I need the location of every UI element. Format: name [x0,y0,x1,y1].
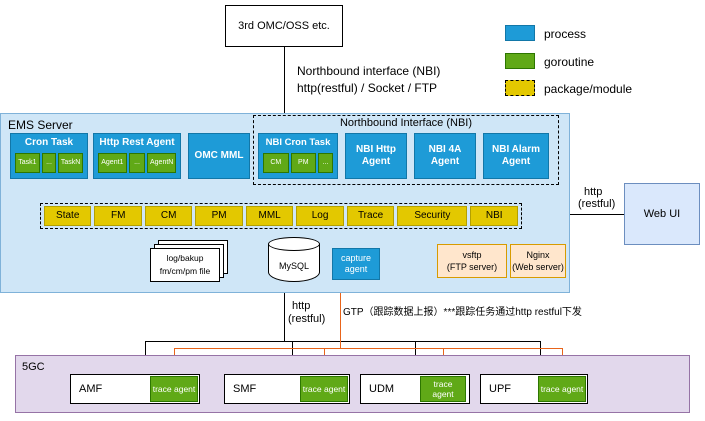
nbi-alarm-agent-label: NBI Alarm Agent [492,143,540,168]
nbi-http-agent-box: NBI Http Agent [345,133,407,179]
vsftp-label-line2: (FTP server) [446,262,498,273]
connector-ems-5gc-main [284,293,285,341]
mysql-label: MySQL [278,261,309,271]
trace-line-horizontal [174,348,562,349]
goroutine-nbi-ellipsis: ... [318,153,333,173]
package-pm: PM [195,206,243,226]
vsftp-label-line1: vsftp [462,250,482,260]
nbi-4a-agent-box: NBI 4A Agent [414,133,476,179]
goroutine-agentN: AgentN [147,153,177,173]
goroutine-pm: PM [290,153,317,173]
omc-oss-label: 3rd OMC/OSS etc. [238,20,330,32]
trace-agent-amf: trace agent [150,376,198,402]
nbi-4a-agent-label: NBI 4A Agent [428,143,462,168]
package-security: Security [397,206,468,226]
legend-package-swatch [505,80,535,96]
trace-agent-amf-label: trace agent [152,383,196,394]
nbi-cron-task-goroutines: CM PM ... [263,153,333,173]
goroutine-agent1: Agent1 [98,153,127,173]
capture-agent-label: capture agent [340,252,372,274]
nbi-module-box [253,115,559,185]
legend-process-swatch [505,25,535,41]
trace-agent-smf-label: trace agent [302,383,346,394]
middle-http-label: http [292,300,311,312]
nbi-alarm-agent-box: NBI Alarm Agent [483,133,549,179]
vsftp-server-box: vsftp (FTP server) [437,244,507,278]
file-label-line2: fm/cm/pm file [159,265,211,276]
ems-server-title: EMS Server [8,118,73,132]
nbi-http-agent-label: NBI Http Agent [356,143,396,168]
trace-agent-udm: trace agent [420,376,466,402]
trace-agent-udm-label: trace agent [432,378,454,399]
legend-goroutine-swatch [505,53,535,69]
mysql-cylinder-top [268,237,320,251]
right-restful-label: (restful) [578,198,616,210]
omc-oss-box: 3rd OMC/OSS etc. [225,5,343,47]
nbi-cron-task-box: NBI Cron Task CM PM ... [258,133,338,179]
package-log: Log [296,206,344,226]
package-state: State [44,206,92,226]
cron-task-goroutines: Task1 ... TaskN [15,153,84,173]
nf-udm-label: UDM [369,383,395,395]
nf-amf-label: AMF [79,383,103,395]
cron-task-title: Cron Task [24,137,74,148]
capture-agent-box: capture agent [332,248,380,280]
right-http-label: http [584,186,603,198]
web-ui-box: Web UI [624,183,700,245]
nbi-module-title: Northbound Interface (NBI) [339,117,473,129]
package-cm: CM [144,206,193,226]
goroutine-task-ellipsis: ... [41,153,57,173]
mysql-cylinder-body [268,244,320,282]
goroutine-agent-ellipsis: ... [128,153,146,173]
nginx-label-line1: Nginx [526,250,550,260]
legend-process-label: process [544,27,587,41]
trace-line-to-capture [340,286,341,349]
connector-5gc-branch [145,341,541,342]
package-trace: Trace [346,206,395,226]
omc-mml-label: OMC MML [194,149,244,161]
middle-restful-label: (restful) [288,313,326,325]
package-module-bar: State FM CM PM MML Log Trace Security NB… [40,203,522,229]
omc-mml-box: OMC MML [188,133,250,179]
connector-ems-webui [570,214,624,215]
nf-upf-label: UPF [489,383,511,395]
fivegc-title: 5GC [22,361,45,373]
trace-agent-upf: trace agent [538,376,586,402]
northbound-interface-label: Northbound interface (NBI) [297,64,441,78]
file-sheet-front: log/bakup fm/cm/pm file [150,248,220,282]
nbi-cron-task-title: NBI Cron Task [265,137,331,148]
package-nbi: NBI [470,206,518,226]
http-rest-agent-box: Http Rest Agent Agent1 ... AgentN [93,133,181,179]
trace-agent-upf-label: trace agent [540,383,584,394]
package-fm: FM [94,206,142,226]
goroutine-cm: CM [263,153,289,173]
nf-smf-label: SMF [233,383,257,395]
http-rest-agent-goroutines: Agent1 ... AgentN [98,153,177,173]
goroutine-taskN: TaskN [58,153,84,173]
goroutine-task1: Task1 [15,153,40,173]
package-mml: MML [245,206,294,226]
cron-task-box: Cron Task Task1 ... TaskN [10,133,88,179]
http-rest-agent-title: Http Rest Agent [99,137,175,148]
gtp-note-label: GTP（跟踪数据上报）***跟踪任务通过http restful下发 [343,307,582,318]
legend-package-label: package/module [544,82,633,96]
connector-omc-to-ems [284,47,285,113]
file-label-line1: log/bakup [166,253,204,263]
legend-goroutine-label: goroutine [544,55,595,69]
northbound-protocols-label: http(restful) / Socket / FTP [297,81,438,95]
trace-agent-smf: trace agent [300,376,348,402]
log-file-stack: log/bakup fm/cm/pm file [150,240,232,284]
mysql-database: MySQL [268,237,320,287]
web-ui-label: Web UI [643,208,681,220]
nginx-server-box: Nginx (Web server) [510,244,566,278]
nginx-label-line2: (Web server) [512,262,564,273]
